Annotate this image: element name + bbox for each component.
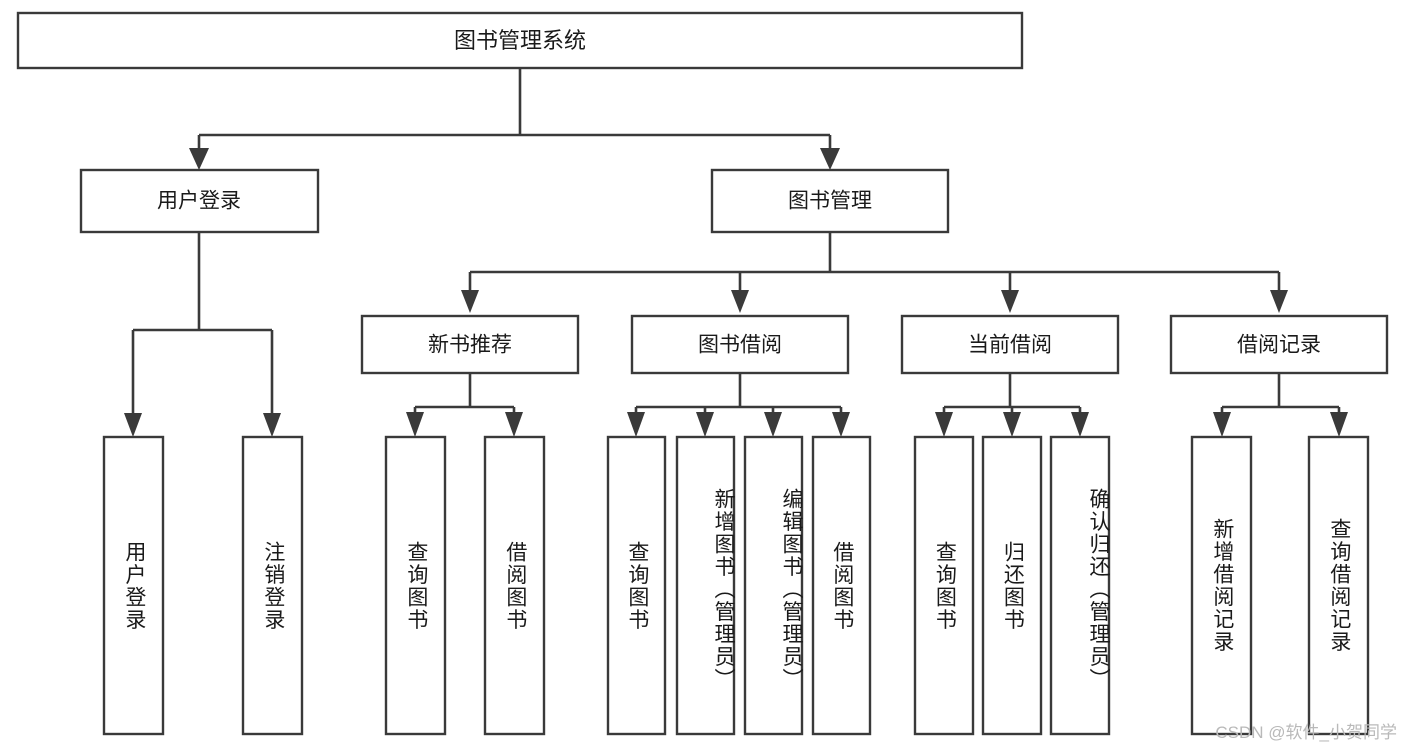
node-box-book-management[interactable] [710, 168, 950, 234]
arrow-leaf-query-book-b [627, 412, 645, 437]
node-label-user-login: 用户登录 [157, 190, 241, 213]
edges-layer [124, 68, 1348, 437]
arrow-leaf-query-book-a [406, 412, 424, 437]
node-box-leaf-return-book[interactable] [981, 435, 1043, 736]
node-box-current-borrow[interactable] [900, 314, 1120, 375]
node-box-leaf-add-book[interactable] [675, 435, 736, 736]
arrow-leaf-query-borrow-record [1330, 412, 1348, 437]
node-label-current-borrow: 当前借阅 [968, 334, 1052, 357]
node-box-leaf-add-borrow-record[interactable] [1190, 435, 1253, 736]
arrow-leaf-add-borrow-record [1213, 412, 1231, 437]
node-label-book-management: 图书管理 [788, 190, 872, 213]
watermark-text: CSDN @软件_小贺同学 [1215, 723, 1397, 742]
node-box-leaf-confirm-return[interactable] [1049, 435, 1111, 736]
arrow-to-current-borrow [1001, 290, 1019, 313]
node-box-leaf-borrow-book-b[interactable] [811, 435, 872, 736]
arrow-root-to-user-login [189, 148, 209, 170]
node-box-leaf-borrow-book-a[interactable] [483, 435, 546, 736]
node-box-borrow-record[interactable] [1169, 314, 1389, 375]
arrow-leaf-add-book [696, 412, 714, 437]
arrow-leaf-user-login [124, 413, 142, 437]
node-box-leaf-logout-login[interactable] [241, 435, 304, 736]
arrow-leaf-edit-book [764, 412, 782, 437]
node-box-user-login[interactable] [79, 168, 320, 234]
arrow-leaf-query-book-c [935, 412, 953, 437]
node-box-leaf-edit-book[interactable] [743, 435, 804, 736]
node-box-leaf-user-login[interactable] [102, 435, 165, 736]
node-box-root[interactable] [16, 11, 1024, 70]
node-label-book-borrow: 图书借阅 [698, 334, 782, 357]
node-box-leaf-query-book-c[interactable] [913, 435, 975, 736]
node-box-leaf-query-book-a[interactable] [384, 435, 447, 736]
node-label-new-book-recommend: 新书推荐 [428, 334, 512, 357]
arrow-leaf-confirm-return [1071, 412, 1089, 437]
arrow-to-book-borrow [731, 290, 749, 313]
arrow-leaf-logout-login [263, 413, 281, 437]
arrow-leaf-borrow-book-a [505, 412, 523, 437]
arrow-to-new-book-rec [461, 290, 479, 313]
node-label-borrow-record: 借阅记录 [1237, 334, 1321, 357]
arrow-to-borrow-record [1270, 290, 1288, 313]
node-box-new-book-recommend[interactable] [360, 314, 580, 375]
node-box-leaf-query-book-b[interactable] [606, 435, 667, 736]
node-box-book-borrow[interactable] [630, 314, 850, 375]
arrow-leaf-return-book [1003, 412, 1021, 437]
node-label-root: 图书管理系统 [454, 28, 586, 53]
arrow-root-to-book-mgmt [820, 148, 840, 170]
arrow-leaf-borrow-book-b [832, 412, 850, 437]
nodes-layer: 图书管理系统 用户登录 图书管理 新书推荐 图书借阅 当前借阅 借阅记录 [16, 11, 1389, 736]
node-box-leaf-query-borrow-record[interactable] [1307, 435, 1370, 736]
